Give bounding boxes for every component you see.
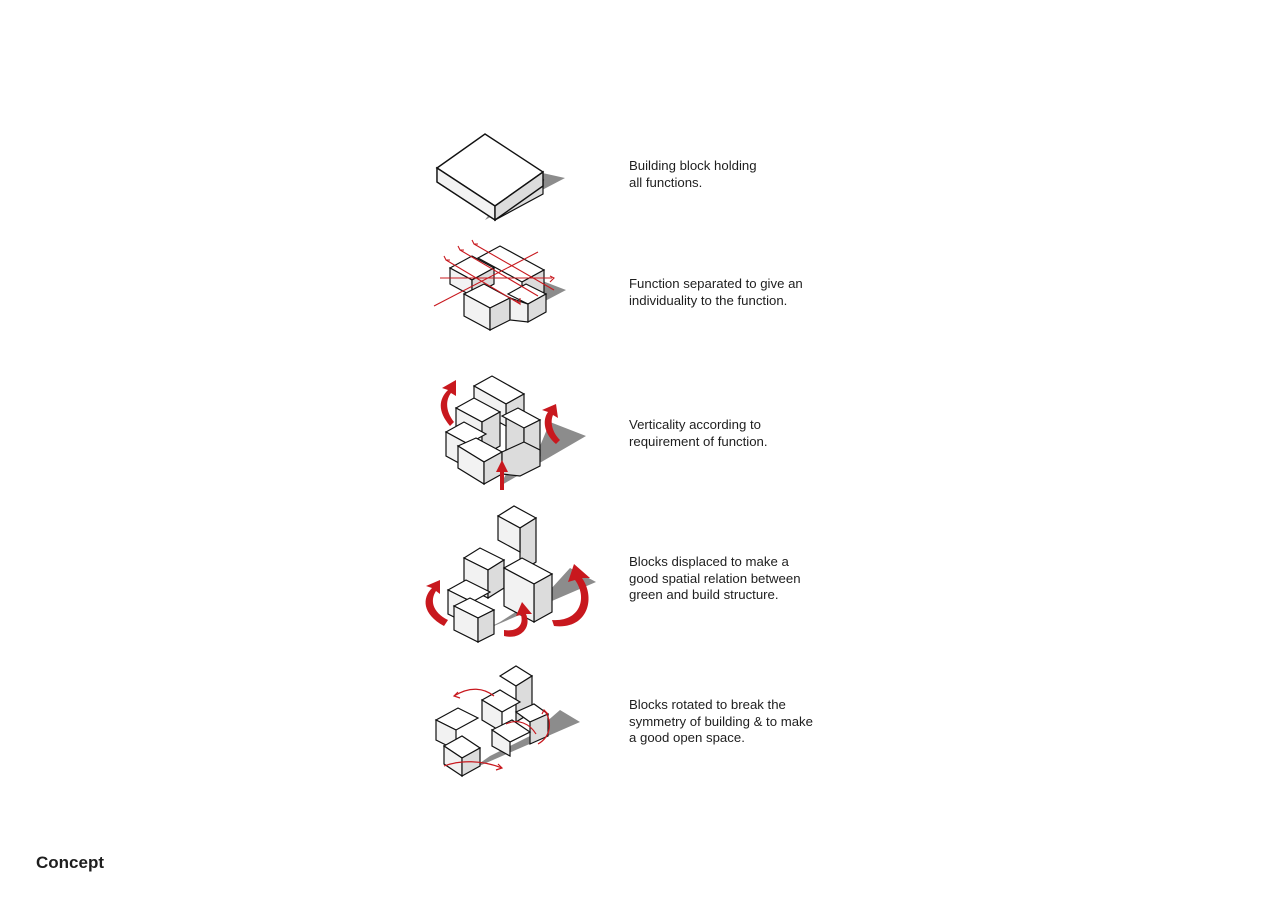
displaced-blocks-icon — [425, 505, 596, 643]
rotated-blocks-icon — [434, 665, 580, 778]
step-4-caption: Blocks displaced to make a good spatial … — [629, 554, 869, 604]
caption-line: Verticality according to — [629, 417, 761, 432]
caption-line: symmetry of building & to make — [629, 713, 813, 729]
caption-line: Blocks rotated to break the — [629, 697, 786, 712]
caption-line: Building block holding — [629, 158, 757, 173]
separated-blocks-icon — [433, 239, 566, 332]
caption-line: a good open space. — [629, 730, 745, 745]
caption-line: all functions. — [629, 174, 703, 190]
caption-line: good spatial relation between — [629, 570, 801, 586]
caption-line: Blocks displaced to make a — [629, 554, 789, 569]
step-1-caption: Building block holding all functions. — [629, 158, 869, 191]
step-4-diagram — [420, 502, 600, 647]
caption-line: green and build structure. — [629, 587, 779, 602]
step-2-diagram — [420, 238, 580, 338]
step-5-caption: Blocks rotated to break the symmetry of … — [629, 697, 869, 747]
caption-line: requirement of function. — [629, 433, 768, 449]
step-5-diagram — [420, 656, 590, 781]
step-3-diagram — [420, 346, 590, 496]
displacement-arrows-icon — [425, 564, 590, 637]
step-2-caption: Function separated to give an individual… — [629, 276, 869, 309]
vertical-blocks-icon — [440, 375, 586, 490]
step-3-caption: Verticality according to requirement of … — [629, 417, 869, 450]
single-block-massing-icon — [435, 133, 565, 222]
caption-line: individuality to the function. — [629, 292, 788, 308]
rotation-arrows-icon — [443, 688, 550, 771]
upward-arrows-icon — [440, 380, 560, 490]
caption-line: Function separated to give an — [629, 276, 803, 291]
page-title: Concept — [36, 853, 104, 872]
step-1-diagram — [420, 120, 580, 230]
flow-arrows-icon — [433, 239, 555, 307]
